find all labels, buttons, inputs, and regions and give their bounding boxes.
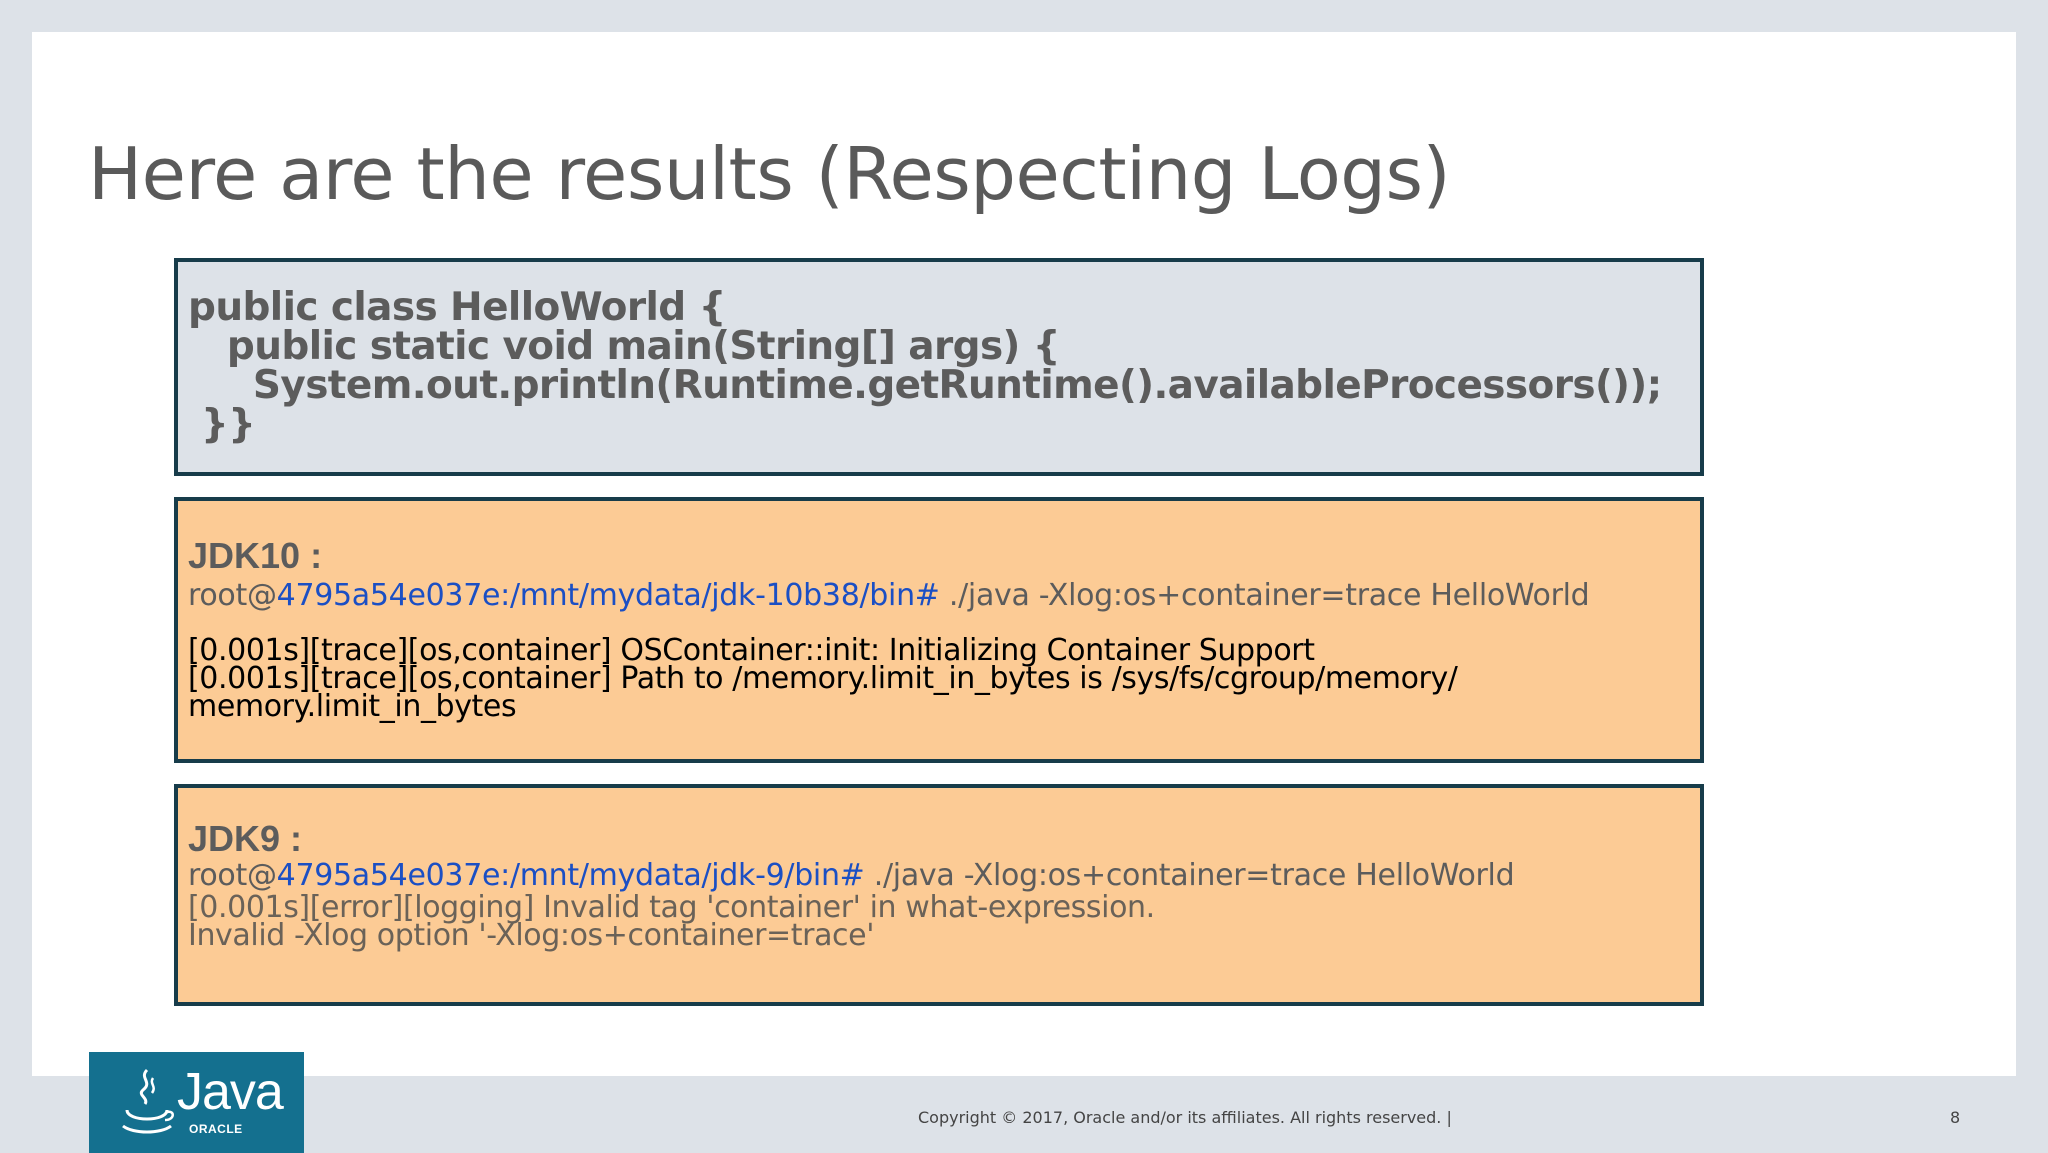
jdk10-log-output: [0.001s][trace][os,container] OSContaine… xyxy=(188,633,1458,724)
oracle-wordmark: ORACLE xyxy=(189,1122,243,1136)
java-wordmark: Java xyxy=(177,1063,284,1121)
code-box: public class HelloWorld { public static … xyxy=(174,258,1704,476)
jdk9-output-box: JDK9 : root@4795a54e037e:/mnt/mydata/jdk… xyxy=(174,784,1704,1006)
java-cup-icon xyxy=(122,1068,174,1134)
jdk10-output-box: JDK10 : root@4795a54e037e:/mnt/mydata/jd… xyxy=(174,497,1704,763)
jdk9-command: ./java -Xlog:os+container=trace HelloWor… xyxy=(864,858,1515,893)
trademark-mark: ™ xyxy=(267,1080,275,1089)
jdk9-command-line: root@4795a54e037e:/mnt/mydata/jdk-9/bin#… xyxy=(188,858,1515,894)
jdk10-prompt-user: root@ xyxy=(188,578,277,613)
jdk9-prompt-user: root@ xyxy=(188,858,277,893)
jdk10-prompt-path: 4795a54e037e:/mnt/mydata/jdk-10b38/bin# xyxy=(276,578,940,613)
jdk10-command: ./java -Xlog:os+container=trace HelloWor… xyxy=(939,578,1590,613)
page-number: 8 xyxy=(1950,1108,1961,1127)
slide-title: Here are the results (Respecting Logs) xyxy=(88,132,1451,216)
jdk10-label: JDK10 : xyxy=(188,535,323,576)
jdk10-command-line: root@4795a54e037e:/mnt/mydata/jdk-10b38/… xyxy=(188,578,1590,614)
jdk9-label: JDK9 : xyxy=(188,818,303,859)
java-logo: Java ™ ORACLE xyxy=(89,1052,304,1153)
jdk9-prompt-path: 4795a54e037e:/mnt/mydata/jdk-9/bin# xyxy=(276,858,865,893)
copyright-notice: Copyright © 2017, Oracle and/or its affi… xyxy=(918,1108,1452,1127)
code-text: public class HelloWorld { public static … xyxy=(188,285,1662,447)
jdk9-log-output: [0.001s][error][logging] Invalid tag 'co… xyxy=(188,890,1155,953)
